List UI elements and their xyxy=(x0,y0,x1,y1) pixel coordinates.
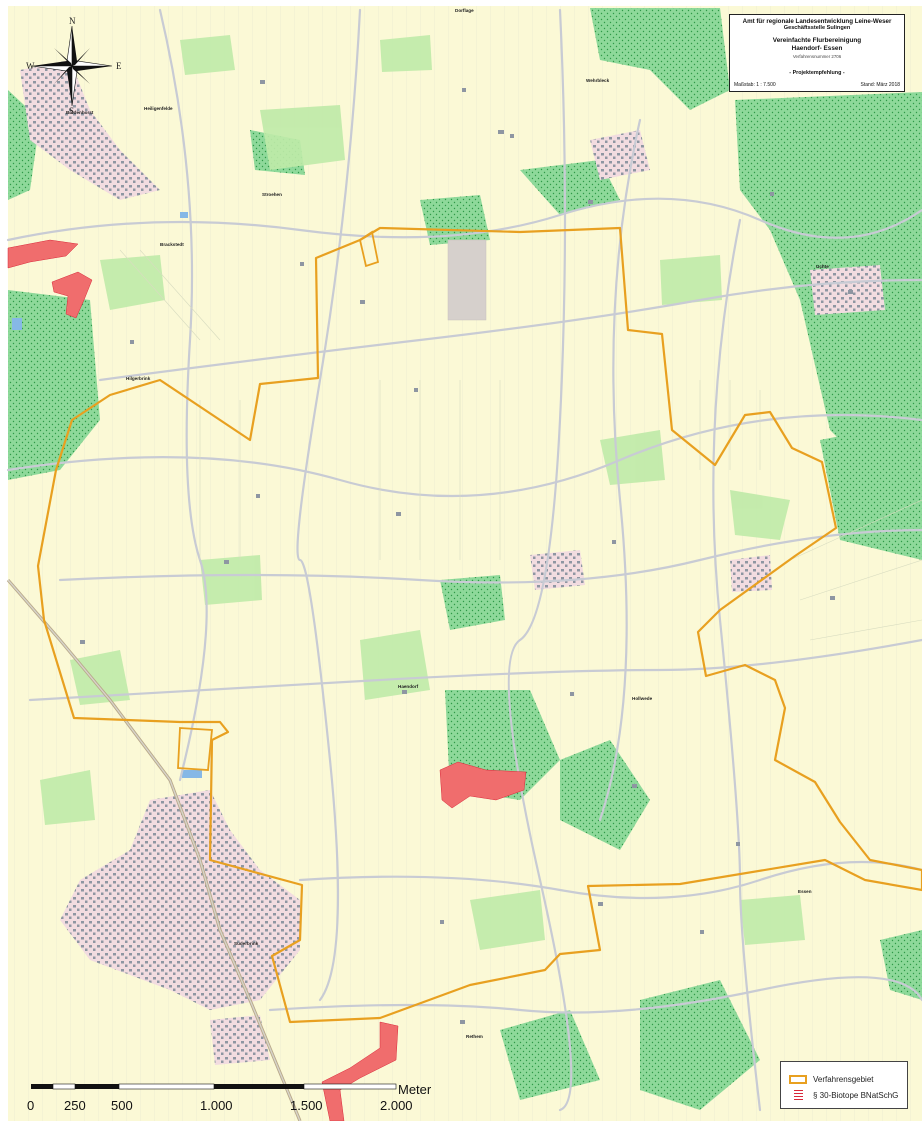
place-label: Bredenhorst xyxy=(66,110,94,115)
settlements xyxy=(20,60,885,1065)
procedure-name: Haendorf- Essen xyxy=(791,45,843,52)
procedure-type: Vereinfachte Flurbereinigung xyxy=(772,37,862,44)
scale-tick-label: 250 xyxy=(64,1098,86,1113)
compass-north: N xyxy=(69,16,76,26)
compass-rose-icon xyxy=(31,25,113,107)
legend-label: § 30-Biotope BNatSchG xyxy=(813,1091,899,1100)
place-label: Brackstedt xyxy=(160,242,184,247)
scale-tick-label: 1.500 xyxy=(290,1098,323,1113)
biotope-areas xyxy=(7,239,527,1121)
procedure-number: Verfahrensnummer 2706 xyxy=(792,54,842,59)
scale-tick-label: 2.000 xyxy=(380,1098,413,1113)
farmsteads xyxy=(80,80,853,1024)
meadow-areas xyxy=(40,35,805,950)
road-network xyxy=(6,8,922,1112)
scale-bar xyxy=(31,1083,397,1090)
place-label: Hollwede xyxy=(632,696,653,701)
procedure-area-loop xyxy=(358,230,380,268)
compass-east: E xyxy=(116,61,122,71)
place-label: Hilgerbrink xyxy=(126,376,151,381)
fallow-field xyxy=(447,239,487,321)
field-lines xyxy=(119,249,922,641)
procedure-stage: - Projektempfehlung - xyxy=(789,70,845,76)
procedure-area-inset xyxy=(177,727,213,771)
red-hatch-icon xyxy=(794,1090,803,1101)
scale-unit: Meter xyxy=(398,1082,432,1097)
place-label: Essen xyxy=(798,889,812,894)
place-label: Stroehen xyxy=(262,192,282,197)
place-label: Wehrbleck xyxy=(586,78,610,83)
water-bodies xyxy=(12,212,202,778)
office-name: Geschäftsstelle Sulingen xyxy=(783,25,851,31)
procedure-area-boundary xyxy=(36,226,922,1024)
place-label: Suderbrink xyxy=(234,941,259,946)
place-label: Uchte xyxy=(816,264,829,269)
place-label: Heiligenfelde xyxy=(144,106,173,111)
compass-south: S xyxy=(69,106,74,116)
main-road-inner xyxy=(7,579,301,1121)
scale-tick-label: 0 xyxy=(27,1098,34,1113)
map-scale: Maßstab: 1 : 7.500 xyxy=(734,82,776,88)
place-label: Rethem xyxy=(466,1034,483,1039)
scale-tick-label: 1.000 xyxy=(200,1098,233,1113)
map-date: Stand: März 2018 xyxy=(860,82,900,88)
legend: Verfahrensgebiet § 30-Biotope BNatSchG xyxy=(780,1061,908,1109)
scale-tick-label: 500 xyxy=(111,1098,133,1113)
orange-outline-icon xyxy=(789,1075,807,1084)
organization-name: Amt für regionale Landesentwicklung Lein… xyxy=(742,18,892,25)
place-label: Dorflage xyxy=(455,8,474,13)
legend-label: Verfahrensgebiet xyxy=(813,1075,874,1084)
title-block: Amt für regionale Landesentwicklung Lein… xyxy=(729,14,905,92)
place-label: Haendorf xyxy=(398,684,419,689)
compass-west: W xyxy=(26,61,35,71)
